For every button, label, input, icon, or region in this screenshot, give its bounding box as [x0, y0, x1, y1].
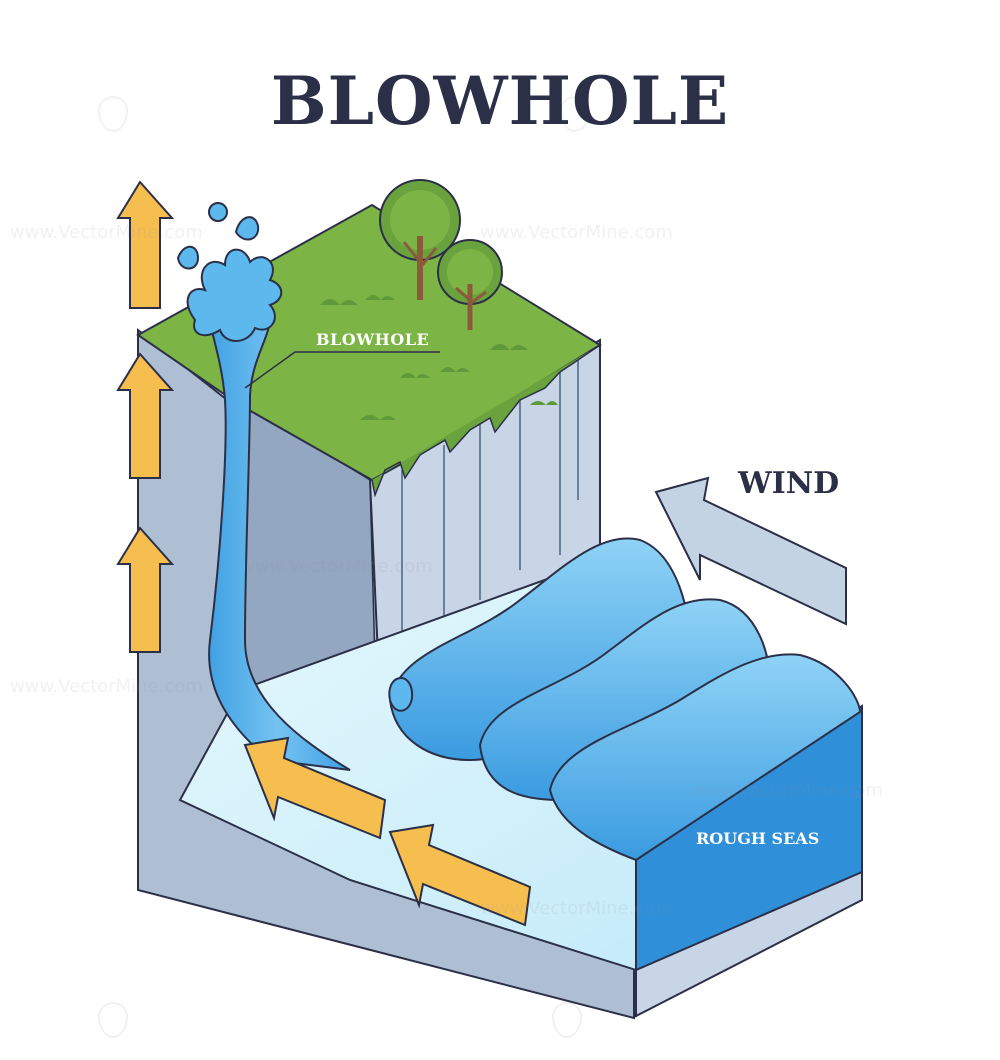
cliff-grooves — [401, 360, 579, 640]
grass-tufts — [320, 295, 558, 420]
tree-trunks — [402, 236, 487, 330]
blowhole-label: BLOWHOLE — [316, 330, 430, 349]
wave-3 — [548, 653, 862, 862]
left-arrow-icon — [243, 736, 387, 840]
up-arrow-icon — [116, 352, 175, 479]
up-arrow-icon — [116, 180, 175, 309]
wave-curl — [388, 677, 414, 712]
tree-icon — [379, 179, 461, 300]
diagram-title: BLOWHOLE — [270, 62, 730, 140]
blowhole-pointer — [244, 351, 440, 389]
wind-arrow-icon — [654, 476, 847, 626]
water-drop-icon — [208, 202, 228, 222]
wave-2 — [478, 598, 772, 802]
water-spray — [186, 248, 283, 342]
left-arrow-icon — [388, 823, 532, 927]
grass-edge — [371, 344, 601, 498]
rough-seas-label: ROUGH SEAS — [696, 829, 820, 848]
up-arrow-icon — [116, 526, 175, 653]
water-jet — [203, 297, 351, 771]
wave-1 — [388, 537, 692, 762]
water-drop-icon — [234, 216, 260, 241]
water-drop-icon — [176, 245, 200, 270]
wind-label: WIND — [738, 466, 840, 501]
